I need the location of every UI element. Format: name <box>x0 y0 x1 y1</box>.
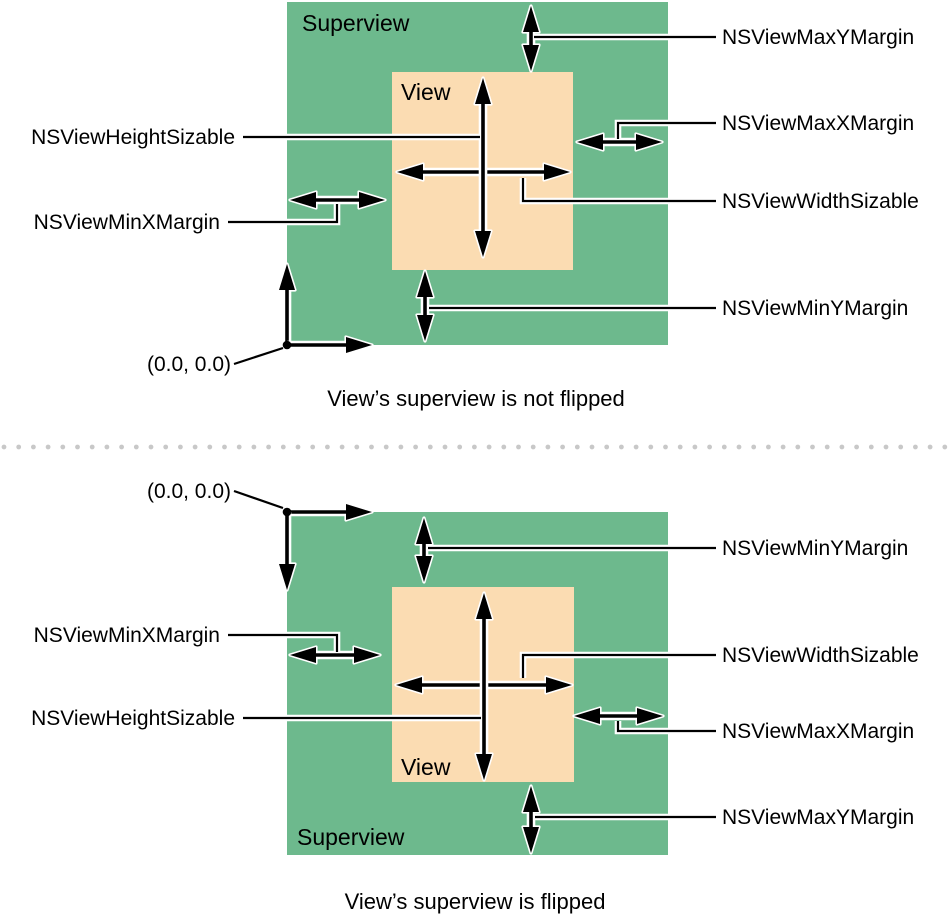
label-max-y-margin: NSViewMaxYMargin <box>722 806 914 829</box>
label-width-sizable: NSViewWidthSizable <box>722 644 919 667</box>
max-x-margin-arrow <box>575 132 664 152</box>
origin-y-axis-arrow <box>277 262 297 345</box>
max-x-margin-arrow <box>572 706 665 726</box>
origin-point <box>282 340 292 350</box>
height-sizable-arrow <box>474 591 494 782</box>
origin-y-axis-arrow <box>277 512 297 592</box>
label-height-sizable: NSViewHeightSizable <box>31 126 235 149</box>
caption-flipped: View’s superview is flipped <box>345 889 606 914</box>
max-x-margin-callout-line <box>614 119 716 139</box>
superview-label: Superview <box>302 10 410 36</box>
max-y-margin-arrow <box>521 784 541 855</box>
label-min-y-margin: NSViewMinYMargin <box>722 297 908 320</box>
label-max-y-margin: NSViewMaxYMargin <box>722 26 914 49</box>
min-x-margin-callout-line <box>228 631 341 652</box>
diagram-not-flipped: Superview View NSViewMaxYMargin NSViewMa… <box>31 2 919 411</box>
label-min-x-margin: NSViewMinXMargin <box>34 211 220 234</box>
label-height-sizable: NSViewHeightSizable <box>31 707 235 730</box>
origin-label: (0.0, 0.0) <box>147 480 231 503</box>
origin-label: (0.0, 0.0) <box>147 353 231 376</box>
label-min-y-margin: NSViewMinYMargin <box>722 537 908 560</box>
origin-x-axis-arrow <box>287 335 374 355</box>
min-y-margin-arrow <box>414 516 434 584</box>
max-x-margin-callout-line <box>614 721 716 735</box>
width-sizable-callout-line <box>519 651 716 678</box>
label-width-sizable: NSViewWidthSizable <box>722 190 919 213</box>
origin-point <box>282 507 292 517</box>
origin-callout-line <box>232 487 285 512</box>
label-min-x-margin: NSViewMinXMargin <box>34 624 220 647</box>
superview-label: Superview <box>297 824 405 850</box>
view-label: View <box>401 754 451 780</box>
label-max-x-margin: NSViewMaxXMargin <box>722 112 914 135</box>
min-x-margin-arrow <box>288 190 387 210</box>
diagram-flipped: Superview View NSViewMinYMargin NSViewWi… <box>31 480 919 914</box>
height-sizable-arrow <box>473 76 493 259</box>
min-x-margin-arrow <box>288 645 382 665</box>
min-x-margin-callout-line <box>228 204 341 226</box>
caption-not-flipped: View’s superview is not flipped <box>327 386 625 411</box>
view-label: View <box>401 79 451 105</box>
max-y-margin-arrow <box>521 4 541 73</box>
label-max-x-margin: NSViewMaxXMargin <box>722 720 914 743</box>
origin-x-axis-arrow <box>287 502 374 522</box>
width-sizable-callout-line <box>519 178 716 205</box>
origin-callout-line <box>232 344 285 368</box>
min-y-margin-arrow <box>415 269 435 343</box>
